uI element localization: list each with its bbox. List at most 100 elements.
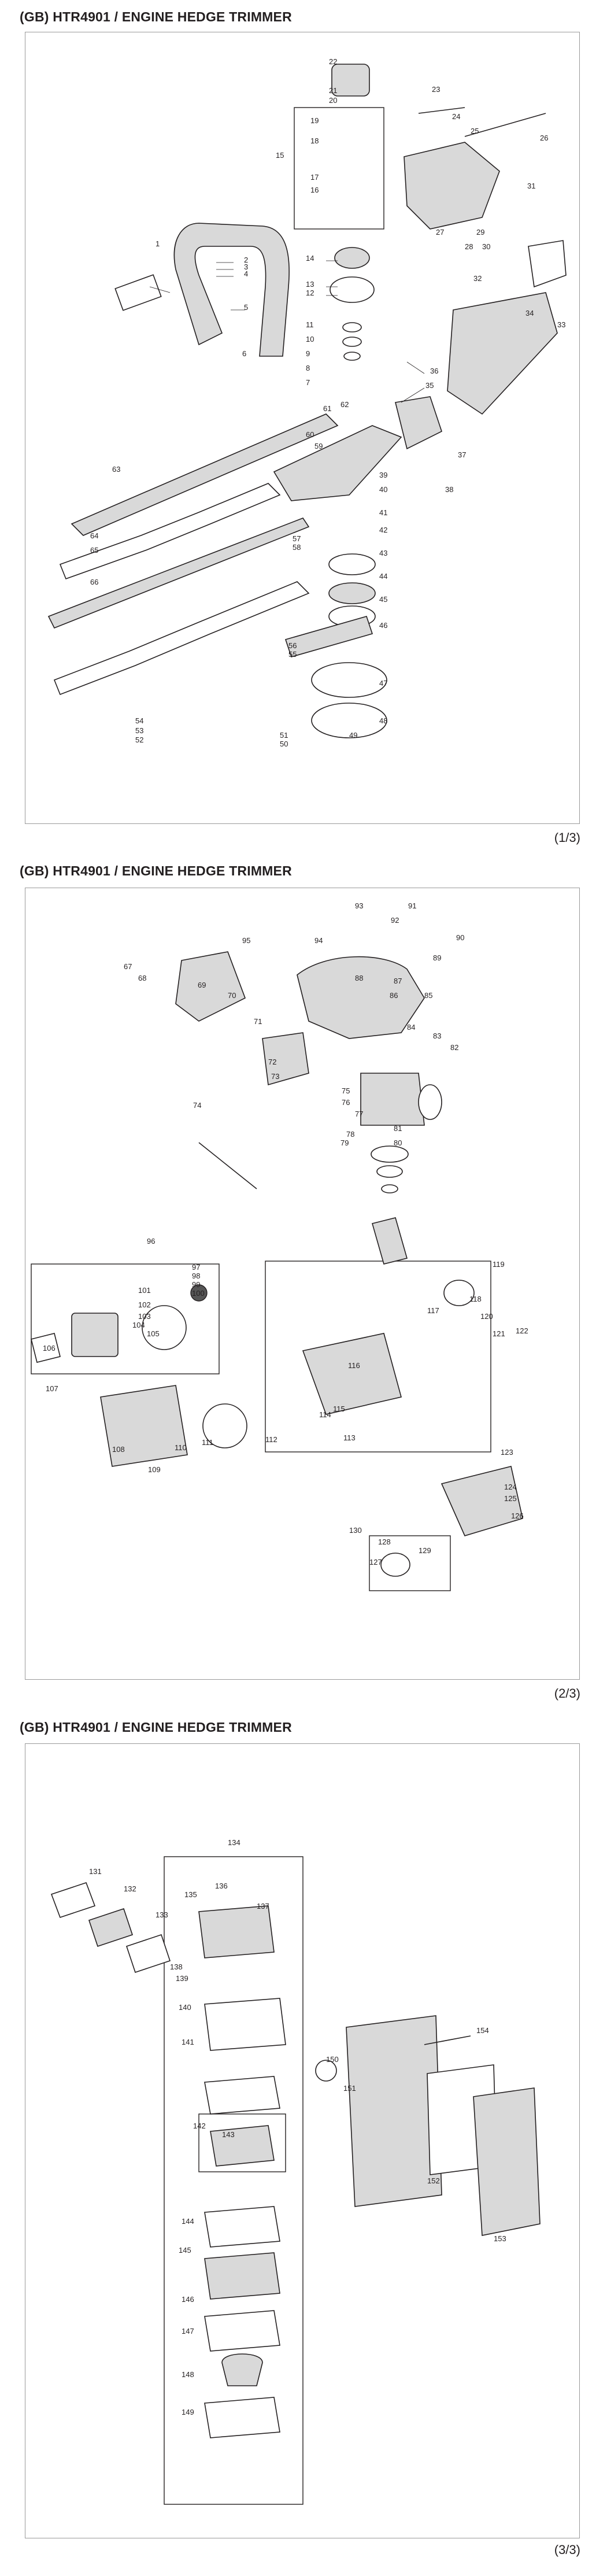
part-number-label: 31 (527, 182, 535, 190)
part-number-label: 15 (276, 151, 284, 160)
part-number-label: 103 (138, 1312, 151, 1321)
part-number-label: 47 (379, 679, 387, 688)
part-number-label: 87 (394, 977, 402, 985)
part-number-label: 118 (469, 1295, 482, 1303)
part-number-label: 40 (379, 485, 387, 494)
part-number-label: 104 (132, 1321, 145, 1329)
cylinder (360, 1073, 425, 1126)
page-1-exploded-view: 2221201918151716232426253112345141312111… (47, 57, 567, 748)
part-number-label: 73 (271, 1072, 279, 1081)
part-number-label: 30 (482, 242, 490, 251)
part-number-label: 107 (46, 1384, 58, 1393)
part-number-label: 27 (436, 228, 444, 236)
air-cleaner-base-151 (346, 2015, 442, 2207)
seal-119 (443, 1280, 475, 1306)
part-number-label: 62 (340, 400, 349, 409)
part-number-label: 126 (511, 1511, 524, 1520)
part-number-label: 97 (192, 1263, 200, 1272)
part-number-label: 149 (182, 2408, 194, 2416)
part-number-label: 49 (349, 731, 357, 740)
part-15-group-box (294, 107, 384, 230)
part-number-label: 5 (244, 303, 248, 312)
part-number-label: 37 (458, 450, 466, 459)
blade-guard-63 (71, 413, 339, 536)
part-number-label: 68 (138, 974, 146, 982)
part-number-label: 127 (369, 1558, 382, 1566)
part-number-label: 39 (379, 471, 387, 479)
part-number-label: 133 (156, 1910, 168, 1919)
part-number-label: 138 (170, 1963, 183, 1971)
cover-148 (204, 2397, 280, 2438)
part-number-label: 99 (192, 1280, 200, 1289)
part-number-label: 131 (89, 1867, 102, 1876)
part-number-label: 44 (379, 572, 387, 581)
part-number-label: 102 (138, 1300, 151, 1309)
crankcase (302, 1333, 402, 1415)
part-number-label: 142 (193, 2122, 206, 2130)
part-number-label: 11 (306, 320, 314, 329)
part-number-label: 151 (343, 2084, 356, 2093)
page-1-number: (1/3) (554, 830, 580, 845)
carburetor-body (204, 1998, 286, 2051)
blade-plate-66 (47, 518, 310, 629)
part-number-label: 6 (242, 349, 246, 358)
part-number-label: 132 (124, 1884, 136, 1893)
recoil-case (71, 1313, 119, 1357)
part-number-label: 92 (391, 916, 399, 925)
fan-housing-109 (100, 1385, 188, 1467)
gasket-133 (125, 1934, 171, 1973)
part-number-label: 56 (288, 641, 297, 650)
part-number-label: 152 (427, 2176, 440, 2185)
part-number-label: 18 (310, 136, 319, 145)
part-number-label: 137 (257, 1902, 269, 1910)
part-number-label: 66 (90, 578, 98, 586)
crankshaft-80 (372, 1217, 408, 1265)
front-handle (173, 223, 290, 357)
part-number-label: 117 (427, 1306, 439, 1315)
part-number-label: 125 (504, 1494, 517, 1503)
part-number-label: 88 (355, 974, 363, 982)
part-number-label: 139 (176, 1974, 188, 1983)
part-number-label: 110 (175, 1443, 187, 1452)
part-number-label: 57 (293, 534, 301, 543)
lower-blade (53, 581, 310, 696)
part-number-label: 143 (222, 2130, 235, 2139)
part-number-label: 134 (228, 1838, 240, 1847)
part-number-label: 122 (516, 1326, 528, 1335)
page-1-title: (GB) HTR4901 / ENGINE HEDGE TRIMMER (20, 9, 292, 24)
part-number-label: 93 (355, 901, 363, 910)
plate-47 (311, 662, 387, 698)
crank-44 (328, 582, 376, 604)
part-number-label: 76 (342, 1098, 350, 1107)
page-3-title: (GB) HTR4901 / ENGINE HEDGE TRIMMER (20, 1720, 292, 1735)
part-number-label: 72 (268, 1058, 276, 1066)
handle-106 (31, 1333, 61, 1363)
part-number-label: 108 (112, 1445, 125, 1454)
insulator-132 (88, 1908, 134, 1947)
part-127-group-box (369, 1535, 451, 1591)
air-cleaner-cover-153 (473, 2087, 541, 2236)
part-number-label: 112 (265, 1435, 277, 1444)
part-number-label: 23 (432, 85, 440, 94)
bearing-76 (376, 1165, 403, 1178)
part-113-group-box (265, 1261, 491, 1453)
part-number-label: 91 (408, 901, 416, 910)
part-number-label: 50 (280, 740, 288, 748)
part-number-label: 7 (306, 378, 310, 387)
part-number-label: 61 (323, 404, 331, 413)
part-number-label: 54 (135, 716, 143, 725)
part-number-label: 116 (348, 1361, 360, 1370)
flywheel (202, 1403, 247, 1448)
stop-wire (418, 107, 465, 114)
part-number-label: 4 (244, 269, 248, 278)
part-number-label: 75 (342, 1086, 350, 1095)
part-number-label: 32 (473, 274, 482, 283)
part-number-label: 86 (390, 991, 398, 1000)
part-number-label: 101 (138, 1286, 151, 1295)
page-3-exploded-view: 1311321331341351361371381391401411421431… (50, 1838, 541, 2505)
washer-10 (342, 337, 362, 347)
part-number-label: 109 (148, 1465, 161, 1474)
part-number-label: 94 (314, 936, 323, 945)
